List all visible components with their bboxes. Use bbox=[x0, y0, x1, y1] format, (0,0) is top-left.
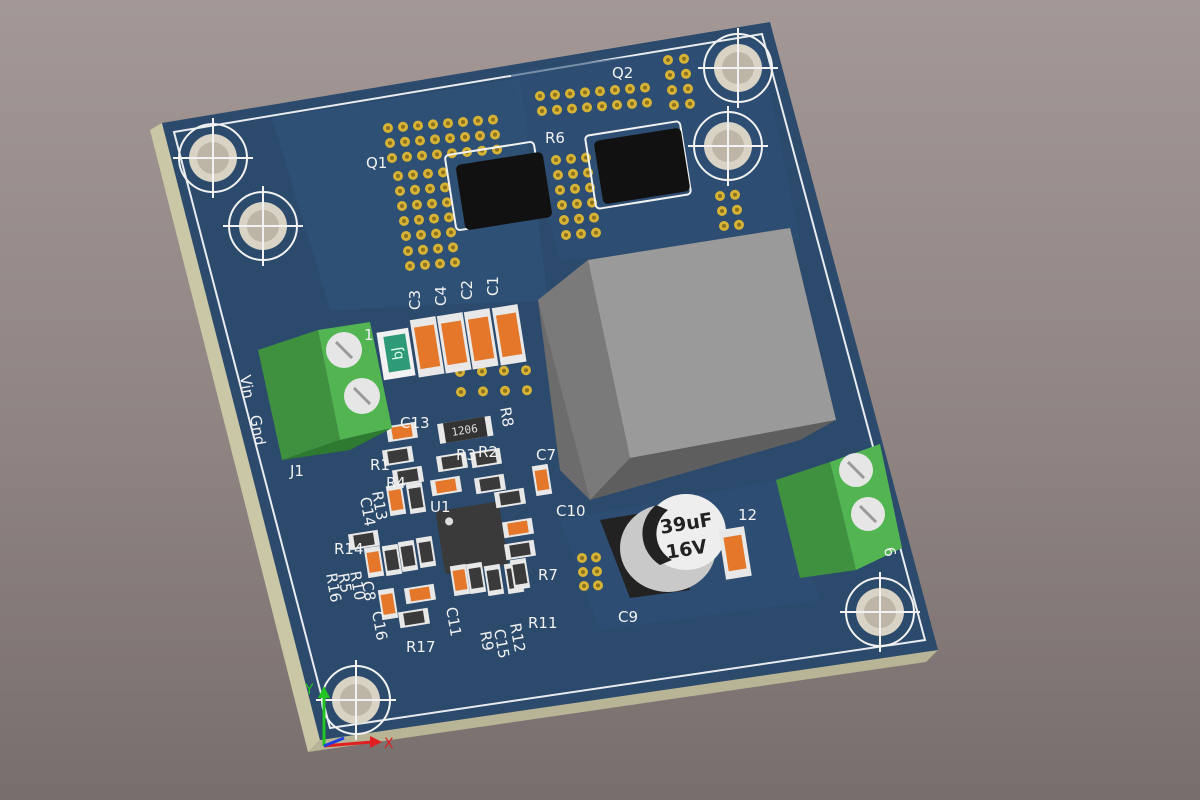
axis-gizmo: Y X bbox=[304, 682, 394, 752]
mounting-hole bbox=[173, 118, 253, 198]
smd-passive bbox=[397, 607, 431, 629]
label-c11: C11 bbox=[442, 606, 465, 638]
small-green-component: bJ bbox=[376, 327, 416, 381]
smd-passive bbox=[405, 481, 427, 515]
label-c13: C13 bbox=[400, 414, 430, 432]
label-q1: Q1 bbox=[366, 154, 387, 172]
label-c15: C15 bbox=[490, 628, 513, 660]
mosfet-q2 bbox=[584, 120, 692, 210]
label-partial-1: 1 bbox=[364, 326, 374, 344]
thermal-via-field bbox=[715, 189, 744, 231]
partial-label-bj: bJ bbox=[389, 346, 407, 361]
label-c3: C3 bbox=[406, 290, 424, 310]
label-c8: C8 bbox=[358, 580, 379, 603]
label-j1: J1 bbox=[289, 462, 304, 480]
thermal-via-field bbox=[393, 167, 460, 271]
r8-package-label: 1206 bbox=[451, 422, 479, 439]
label-c10: C10 bbox=[556, 502, 586, 520]
label-c7: C7 bbox=[536, 446, 556, 464]
terminal-block-j1 bbox=[258, 322, 392, 460]
label-u1: U1 bbox=[430, 498, 451, 516]
label-r12: R12 bbox=[506, 622, 529, 654]
smd-passive bbox=[435, 451, 469, 473]
label-q2: Q2 bbox=[612, 64, 633, 82]
smd-passive bbox=[415, 535, 437, 569]
smd-passive bbox=[429, 475, 463, 497]
smd-passive bbox=[385, 421, 419, 443]
smd-passive bbox=[385, 483, 407, 517]
label-partial-12: 12 bbox=[738, 506, 757, 524]
label-r3: R3 bbox=[456, 446, 476, 464]
label-r8: R8 bbox=[496, 406, 517, 429]
smd-passive bbox=[397, 539, 419, 573]
smd-passive bbox=[465, 561, 487, 595]
mounting-hole bbox=[223, 186, 303, 266]
thermal-via-field bbox=[663, 53, 695, 110]
resistor-r8: 1206 bbox=[437, 415, 494, 444]
label-c16: C16 bbox=[368, 610, 391, 642]
smd-passive bbox=[493, 487, 527, 509]
smd-passive bbox=[469, 447, 503, 469]
ceramic-capacitor bbox=[436, 312, 472, 374]
smd-passive bbox=[403, 583, 437, 605]
capacitor-c12 bbox=[718, 526, 752, 580]
label-r11: R11 bbox=[528, 614, 558, 632]
smd-passive bbox=[483, 563, 505, 597]
smd-passive bbox=[363, 545, 385, 579]
label-r5: R5 bbox=[334, 572, 355, 595]
label-r4: R4 bbox=[386, 474, 406, 492]
mounting-hole bbox=[698, 28, 778, 108]
smd-passive bbox=[391, 465, 425, 487]
label-r10: R10 bbox=[346, 570, 369, 602]
label-r7: R7 bbox=[538, 566, 558, 584]
electrolytic-capacitor-c9: 39uF 16V bbox=[600, 494, 726, 598]
smd-passive bbox=[381, 543, 403, 577]
label-c4: C4 bbox=[432, 286, 450, 306]
terminal-block-output bbox=[776, 444, 902, 578]
mounting-hole bbox=[840, 572, 920, 652]
label-c14: C14 bbox=[356, 496, 379, 528]
label-r6: R6 bbox=[545, 129, 565, 147]
smd-passive bbox=[381, 445, 415, 467]
mounting-hole bbox=[316, 660, 396, 740]
label-r16: R16 bbox=[322, 572, 345, 604]
label-r17: R17 bbox=[406, 638, 436, 656]
label-c9: C9 bbox=[618, 608, 638, 626]
smd-passive bbox=[449, 563, 471, 597]
label-r2: R2 bbox=[478, 443, 498, 461]
label-c2: C2 bbox=[458, 280, 476, 300]
smd-passive bbox=[531, 463, 553, 497]
thermal-via-field bbox=[535, 82, 652, 116]
board-edge-bottom bbox=[308, 650, 938, 752]
label-j1-gnd: Gnd bbox=[246, 414, 269, 447]
label-r14: R14 bbox=[334, 540, 364, 558]
ceramic-capacitor bbox=[463, 308, 499, 370]
smd-passive bbox=[347, 529, 381, 551]
thermal-via-field bbox=[577, 552, 603, 591]
label-j1-vin: Vin bbox=[236, 374, 258, 400]
axis-y-label: Y bbox=[304, 682, 314, 698]
label-partial-6: 6 bbox=[880, 546, 899, 559]
ic-u1 bbox=[435, 501, 509, 575]
smd-passive bbox=[501, 517, 535, 539]
label-r1: R1 bbox=[370, 456, 390, 474]
smd-passive bbox=[473, 473, 507, 495]
label-r13: R13 bbox=[368, 490, 391, 522]
mounting-hole bbox=[688, 106, 768, 186]
ceramic-capacitor bbox=[491, 304, 527, 366]
mosfet-q1 bbox=[444, 141, 552, 231]
smd-passive bbox=[503, 539, 537, 561]
smd-passive bbox=[377, 587, 399, 621]
board-edge bbox=[150, 123, 320, 752]
label-c1: C1 bbox=[484, 276, 502, 296]
axis-x-label: X bbox=[384, 736, 394, 752]
power-inductor bbox=[538, 228, 836, 500]
smd-passive bbox=[509, 557, 531, 591]
label-r9: R9 bbox=[476, 630, 497, 653]
ceramic-capacitor bbox=[409, 316, 445, 378]
